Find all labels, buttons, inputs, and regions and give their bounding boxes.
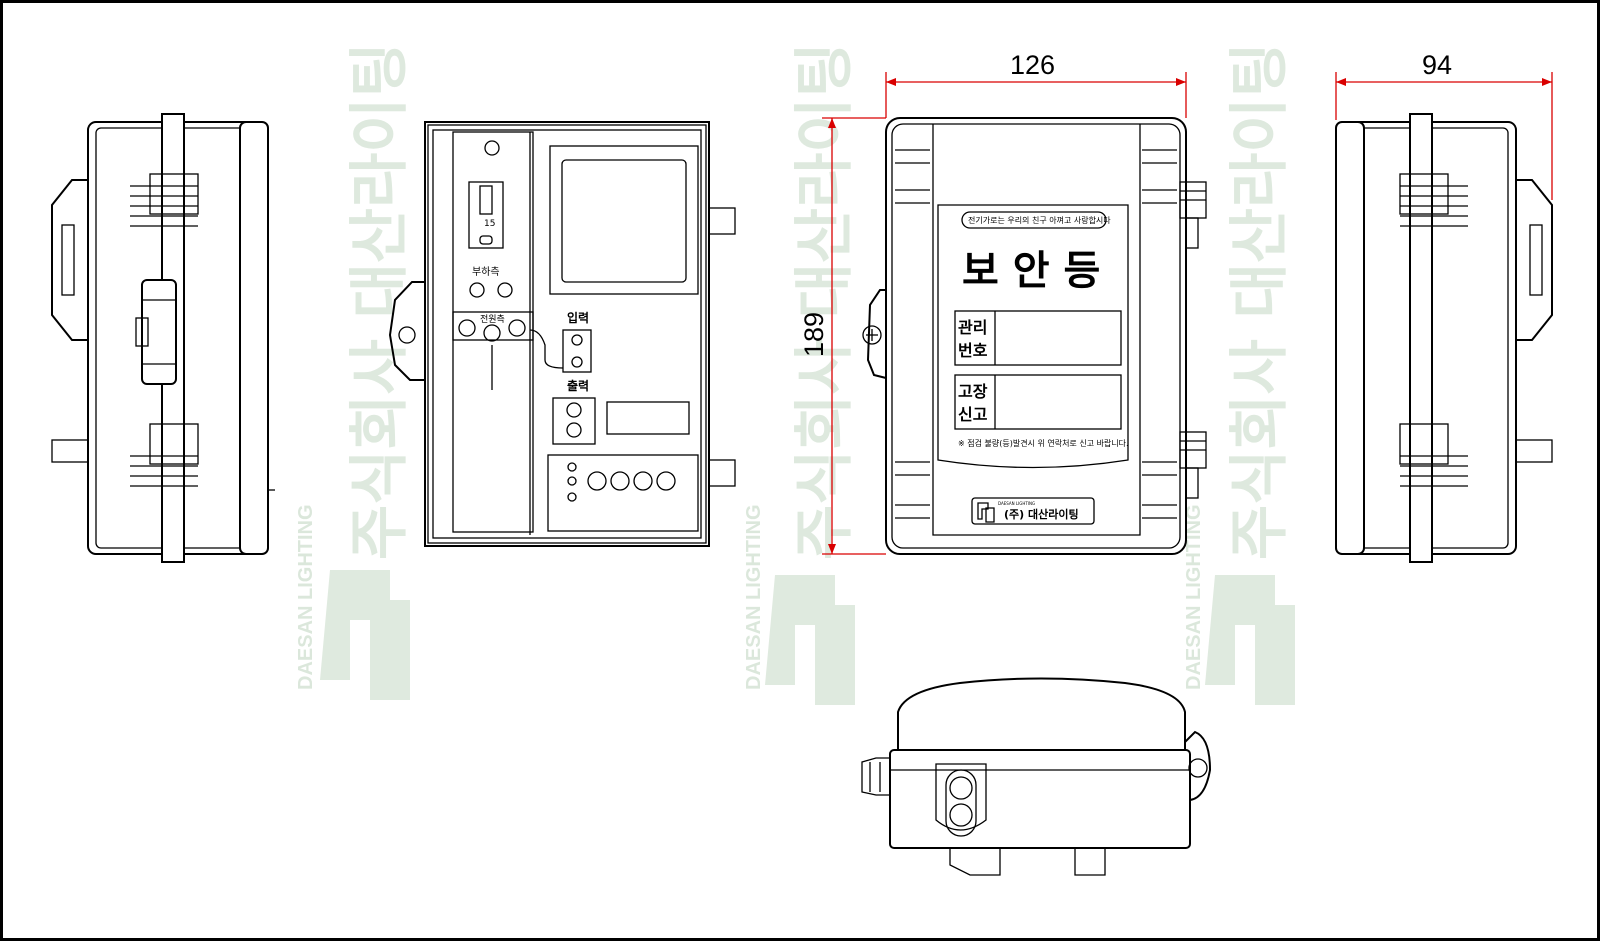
dimension-width: 126 <box>885 50 1187 118</box>
svg-text:DAESAN LIGHTING: DAESAN LIGHTING <box>743 504 765 690</box>
load-side-label: 부하측 <box>472 265 500 278</box>
svg-text:주식회사 대산라이팅: 주식회사 대산라이팅 <box>1225 42 1295 560</box>
input-label: 입력 <box>567 311 589 325</box>
inner-view: 15 부하측 전원측 입력 출력 <box>388 121 736 547</box>
label-field1-line2: 번호 <box>958 341 988 360</box>
breaker-rating: 15 <box>484 219 495 229</box>
watermark-2: 주식회사 대산라이팅 DAESAN LIGHTING <box>743 42 860 705</box>
dimension-depth: 94 <box>1335 50 1553 200</box>
svg-text:DAESAN LIGHTING: DAESAN LIGHTING <box>295 504 317 690</box>
front-view: 전기가로는 우리의 친구 아껴고 사랑합시다 보 안 등 관리 번호 고장 신고… <box>862 117 1207 555</box>
dimension-height-label: 189 <box>799 312 829 357</box>
dimension-height: 189 <box>799 117 886 555</box>
svg-text:DAESAN LIGHTING: DAESAN LIGHTING <box>1183 504 1205 690</box>
svg-text:주식회사 대산라이팅: 주식회사 대산라이팅 <box>345 42 415 560</box>
breaker <box>468 181 504 249</box>
label-field2-line2: 신고 <box>958 405 988 424</box>
watermark-logo-3 <box>1205 575 1295 705</box>
output-label: 출력 <box>567 378 589 393</box>
svg-text:주식회사 대산라이팅: 주식회사 대산라이팅 <box>790 42 860 560</box>
watermark-logo-1 <box>320 570 410 700</box>
right-side-view <box>1335 113 1553 563</box>
watermark-logo-2 <box>765 575 855 705</box>
bottom-view <box>861 677 1212 876</box>
label-title: 보 안 등 <box>962 248 1100 294</box>
watermark-3: 주식회사 대산라이팅 DAESAN LIGHTING <box>1183 42 1295 705</box>
watermark-1: 주식회사 대산라이팅 DAESAN LIGHTING <box>295 42 415 700</box>
maker-name: (주) 대산라이팅 <box>1004 507 1079 521</box>
maker-small: DAESAN LIGHTING <box>998 501 1035 506</box>
label-field2-line1: 고장 <box>958 382 988 401</box>
left-side-view <box>51 113 275 563</box>
dimension-width-label: 126 <box>1010 50 1055 80</box>
power-side-label: 전원측 <box>480 314 505 325</box>
dimension-depth-label: 94 <box>1422 50 1452 80</box>
label-field1-line1: 관리 <box>958 318 987 337</box>
label-bottom-notice: ※ 점검 불량(등)발견시 위 연락처로 신고 바랍니다. <box>958 438 1129 448</box>
label-top-notice: 전기가로는 우리의 친구 아껴고 사랑합시다 <box>968 215 1111 225</box>
